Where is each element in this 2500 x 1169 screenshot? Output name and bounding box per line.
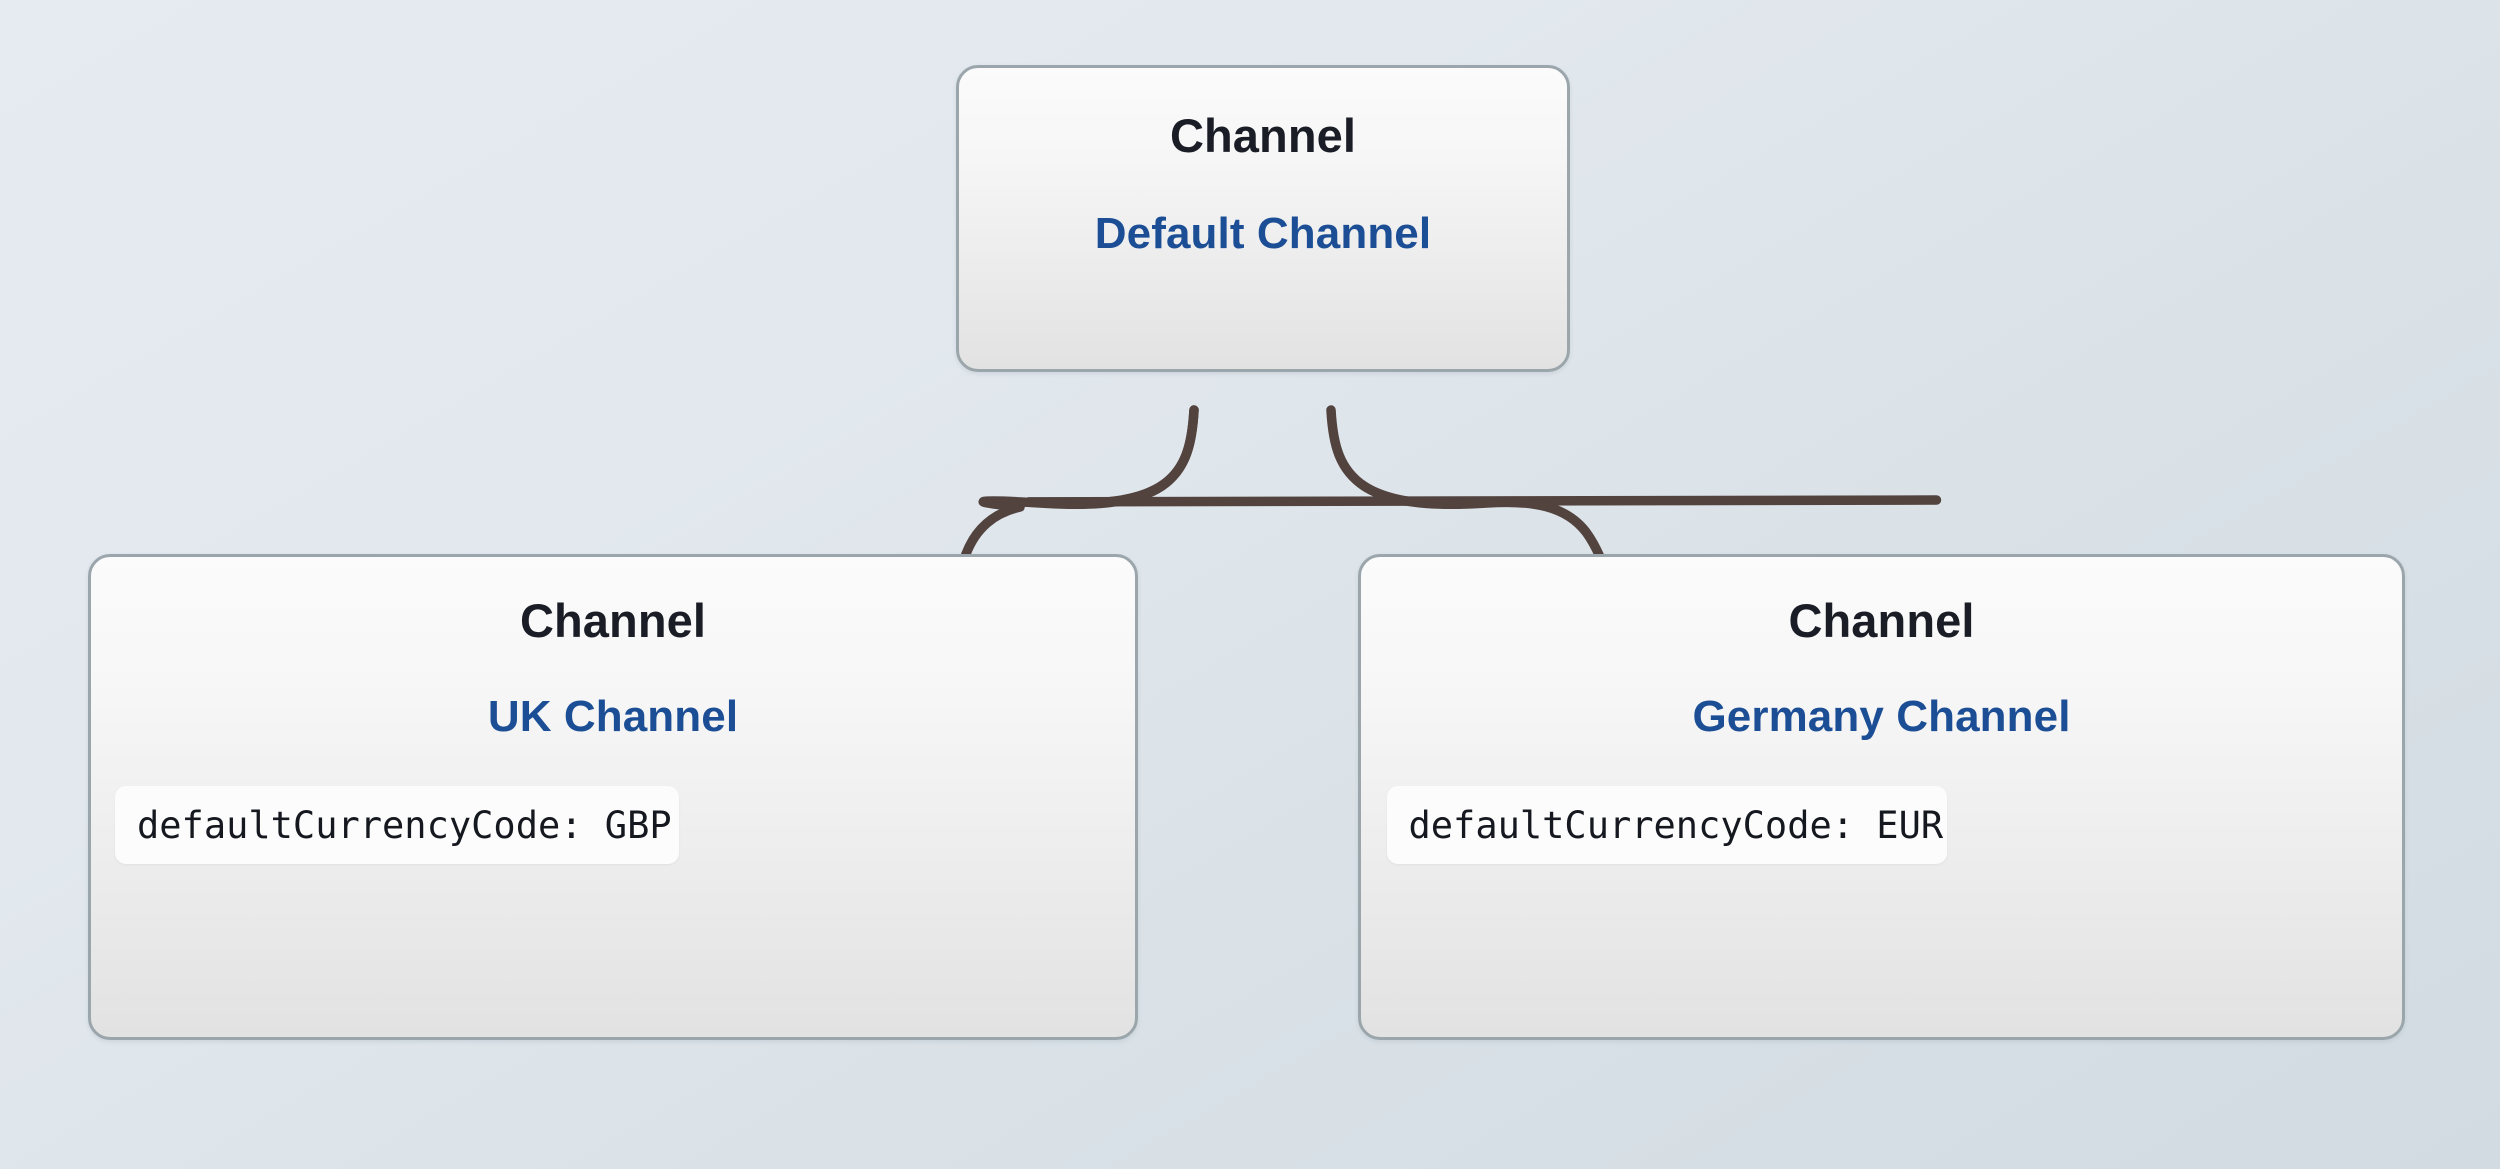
node-default-channel[interactable]: Channel Default Channel: [956, 65, 1570, 372]
node-name-label: Germany Channel: [1692, 692, 2071, 741]
node-type-label: Channel: [1169, 109, 1357, 162]
node-property-default-currency-code: defaultCurrencyCode: EUR: [1386, 786, 1947, 864]
node-name-label: Default Channel: [1094, 209, 1432, 258]
node-property-default-currency-code: defaultCurrencyCode: GBP: [115, 786, 679, 864]
node-type-label: Channel: [519, 594, 707, 647]
node-uk-channel[interactable]: Channel UK Channel defaultCurrencyCode: …: [88, 554, 1138, 1040]
node-type-label: Channel: [1788, 594, 1975, 647]
node-germany-channel[interactable]: Channel Germany Channel defaultCurrencyC…: [1358, 554, 2405, 1040]
node-name-label: UK Channel: [487, 692, 739, 741]
